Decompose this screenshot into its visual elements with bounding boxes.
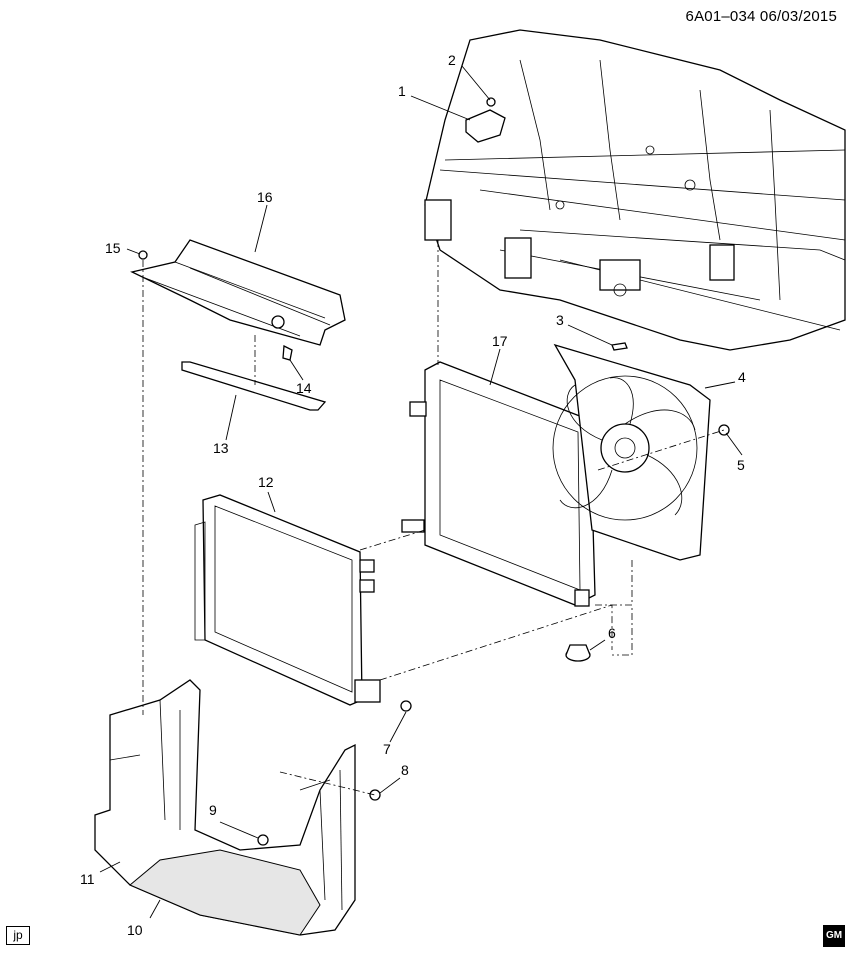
part-4-fan-shroud-assembly	[552, 343, 711, 561]
callout-7: 7	[383, 741, 391, 757]
callout-15: 15	[105, 240, 121, 256]
callout-10: 10	[127, 922, 143, 938]
callout-6: 6	[608, 625, 616, 641]
part-10-lower-air-deflector	[94, 679, 356, 936]
callout-1: 1	[398, 83, 406, 99]
part-13-seal-strip	[181, 361, 327, 411]
assembly-lines	[142, 240, 725, 796]
callout-16: 16	[257, 189, 273, 205]
callout-5: 5	[737, 457, 745, 473]
callout-9: 9	[209, 802, 217, 818]
vehicle-front-frame	[424, 29, 846, 351]
callout-14: 14	[296, 380, 312, 396]
callout-12: 12	[258, 474, 274, 490]
callout-2: 2	[448, 52, 456, 68]
callout-13: 13	[213, 440, 229, 456]
diagram-reference-code: 6A01–034 06/03/2015	[685, 8, 837, 25]
callout-3: 3	[556, 312, 564, 328]
part-1-bracket	[465, 97, 506, 143]
part-17-radiator	[401, 361, 596, 607]
part-6-insulator	[565, 644, 591, 662]
gm-logo: GM	[823, 925, 845, 947]
callout-4: 4	[738, 369, 746, 385]
callout-8: 8	[401, 762, 409, 778]
callout-17: 17	[492, 333, 508, 349]
artist-initials-box: jp	[6, 926, 30, 945]
leader-lines	[99, 65, 743, 919]
part-12-condenser	[194, 494, 381, 706]
callout-numbers: 1 2 3 4 5 6 7 8 9 10 11 12 13 14 15 16 1…	[80, 52, 746, 938]
callout-11: 11	[80, 871, 95, 887]
part-16-upper-air-baffle	[130, 239, 346, 361]
